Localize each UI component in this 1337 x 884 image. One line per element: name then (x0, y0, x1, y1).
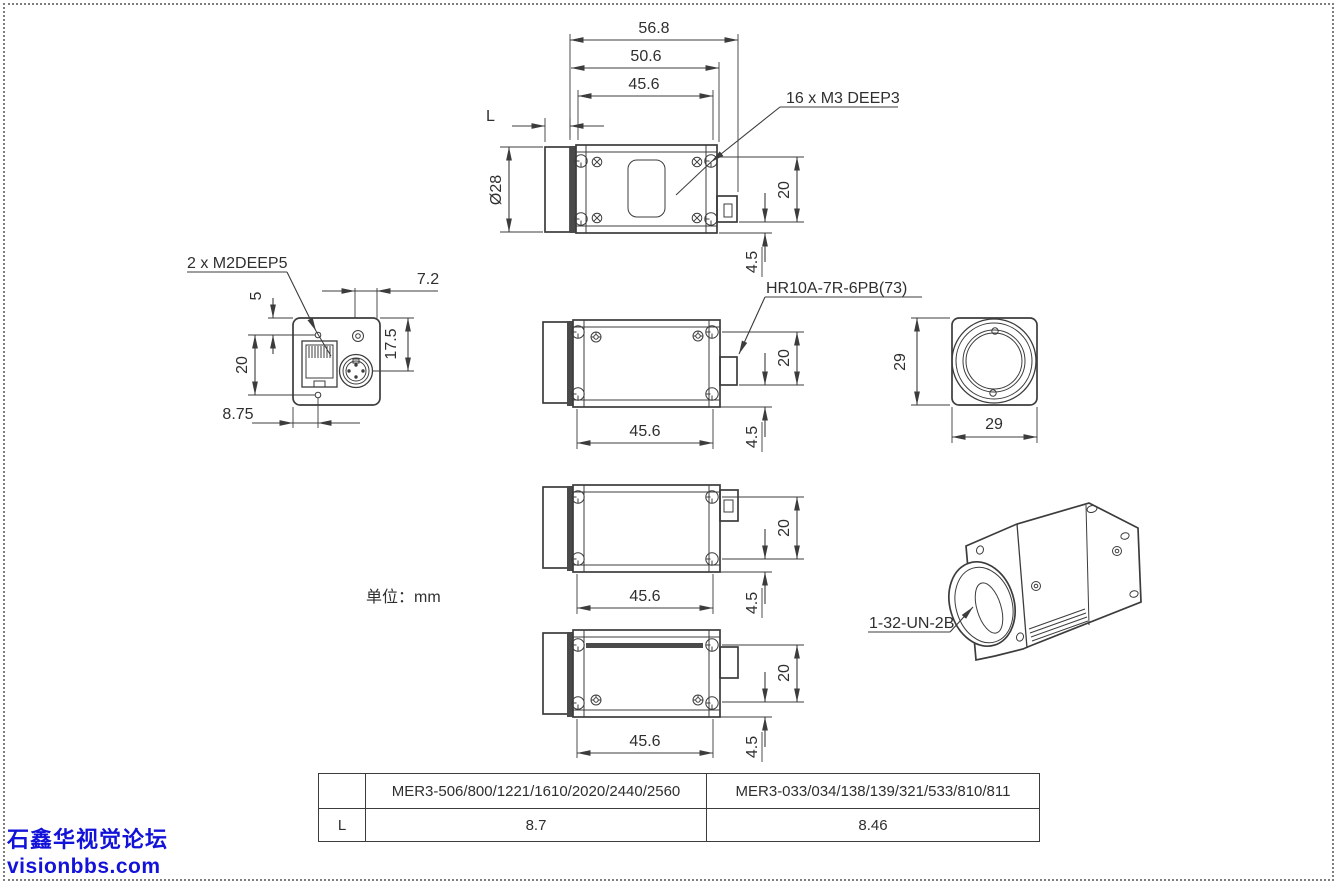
iso-view-label: 1-32-UN-2B (868, 606, 974, 633)
dim-45-6-s3: 45.6 (629, 733, 660, 750)
table-value-b: 8.46 (706, 808, 1040, 842)
watermark-site-url: visionbbs.com (7, 854, 161, 878)
dim-45-6-s2: 45.6 (629, 588, 660, 605)
iso-view-linework (948, 502, 1142, 662)
dim-4-5-top: 4.5 (744, 251, 761, 273)
label-hr10a: HR10A-7R-6PB(73) (766, 280, 907, 297)
dim-45-6-top: 45.6 (628, 76, 659, 93)
dim-dia28: Ø28 (488, 175, 505, 205)
table-row-label-L: L (318, 808, 366, 842)
front-view-dimensions: 29 29 (892, 317, 1038, 443)
table-corner-cell (318, 773, 366, 809)
dim-5: 5 (248, 291, 265, 300)
dim-45-6-s1: 45.6 (629, 423, 660, 440)
side-view-2-linework (542, 484, 739, 573)
dim-20-top: 20 (776, 181, 793, 199)
top-view-linework (544, 144, 738, 234)
table-header-mer3-a: MER3-506/800/1221/1610/2020/2440/2560 (365, 773, 707, 809)
label-m3-deep: 16 x M3 DEEP3 (786, 90, 900, 107)
top-view-dimensions: 56.8 50.6 45.6 L Ø28 20 4.5 16 x M3 DEEP… (486, 20, 900, 277)
dim-4-5-s2: 4.5 (744, 592, 761, 614)
side-view-3-dimensions: 45.6 20 4.5 (576, 644, 804, 762)
dim-8-75: 8.75 (222, 406, 253, 423)
dim-20-s1: 20 (776, 349, 793, 367)
table-value-a: 8.7 (365, 808, 707, 842)
l-dimension-table: MER3-506/800/1221/1610/2020/2440/2560 ME… (318, 773, 1040, 842)
label-m2-deep: 2 x M2DEEP5 (187, 255, 288, 272)
back-view-dimensions: 2 x M2DEEP5 7.2 5 20 17.5 8.75 (187, 255, 439, 428)
label-thread: 1-32-UN-2B (869, 615, 954, 632)
dim-4-5-s3: 4.5 (744, 736, 761, 758)
dim-4-5-s1: 4.5 (744, 426, 761, 448)
front-view-linework (951, 317, 1038, 406)
dim-17-5: 17.5 (383, 328, 400, 359)
dim-20-s3: 20 (776, 664, 793, 682)
dim-56-8: 56.8 (638, 20, 669, 37)
dim-20-s2: 20 (776, 519, 793, 537)
dim-20-back: 20 (234, 356, 251, 374)
side-view-2-dimensions: 45.6 20 4.5 (576, 496, 804, 618)
dim-50-6: 50.6 (630, 48, 661, 65)
side-view-1-dimensions: HR10A-7R-6PB(73) 45.6 20 4.5 (576, 280, 922, 452)
table-header-mer3-b: MER3-033/034/138/139/321/533/810/811 (706, 773, 1040, 809)
unit-note: 单位：mm (366, 588, 441, 606)
watermark-forum-name: 石鑫华视觉论坛 (7, 827, 169, 852)
watermark: 石鑫华视觉论坛 visionbbs.com (7, 826, 168, 880)
side-view-3-linework (542, 629, 739, 718)
dim-29-h: 29 (985, 416, 1003, 433)
dim-L: L (486, 108, 495, 125)
side-view-1-linework (542, 319, 738, 408)
dim-29-v: 29 (892, 353, 909, 371)
dim-7-2: 7.2 (417, 271, 439, 288)
back-view-linework (292, 317, 381, 406)
